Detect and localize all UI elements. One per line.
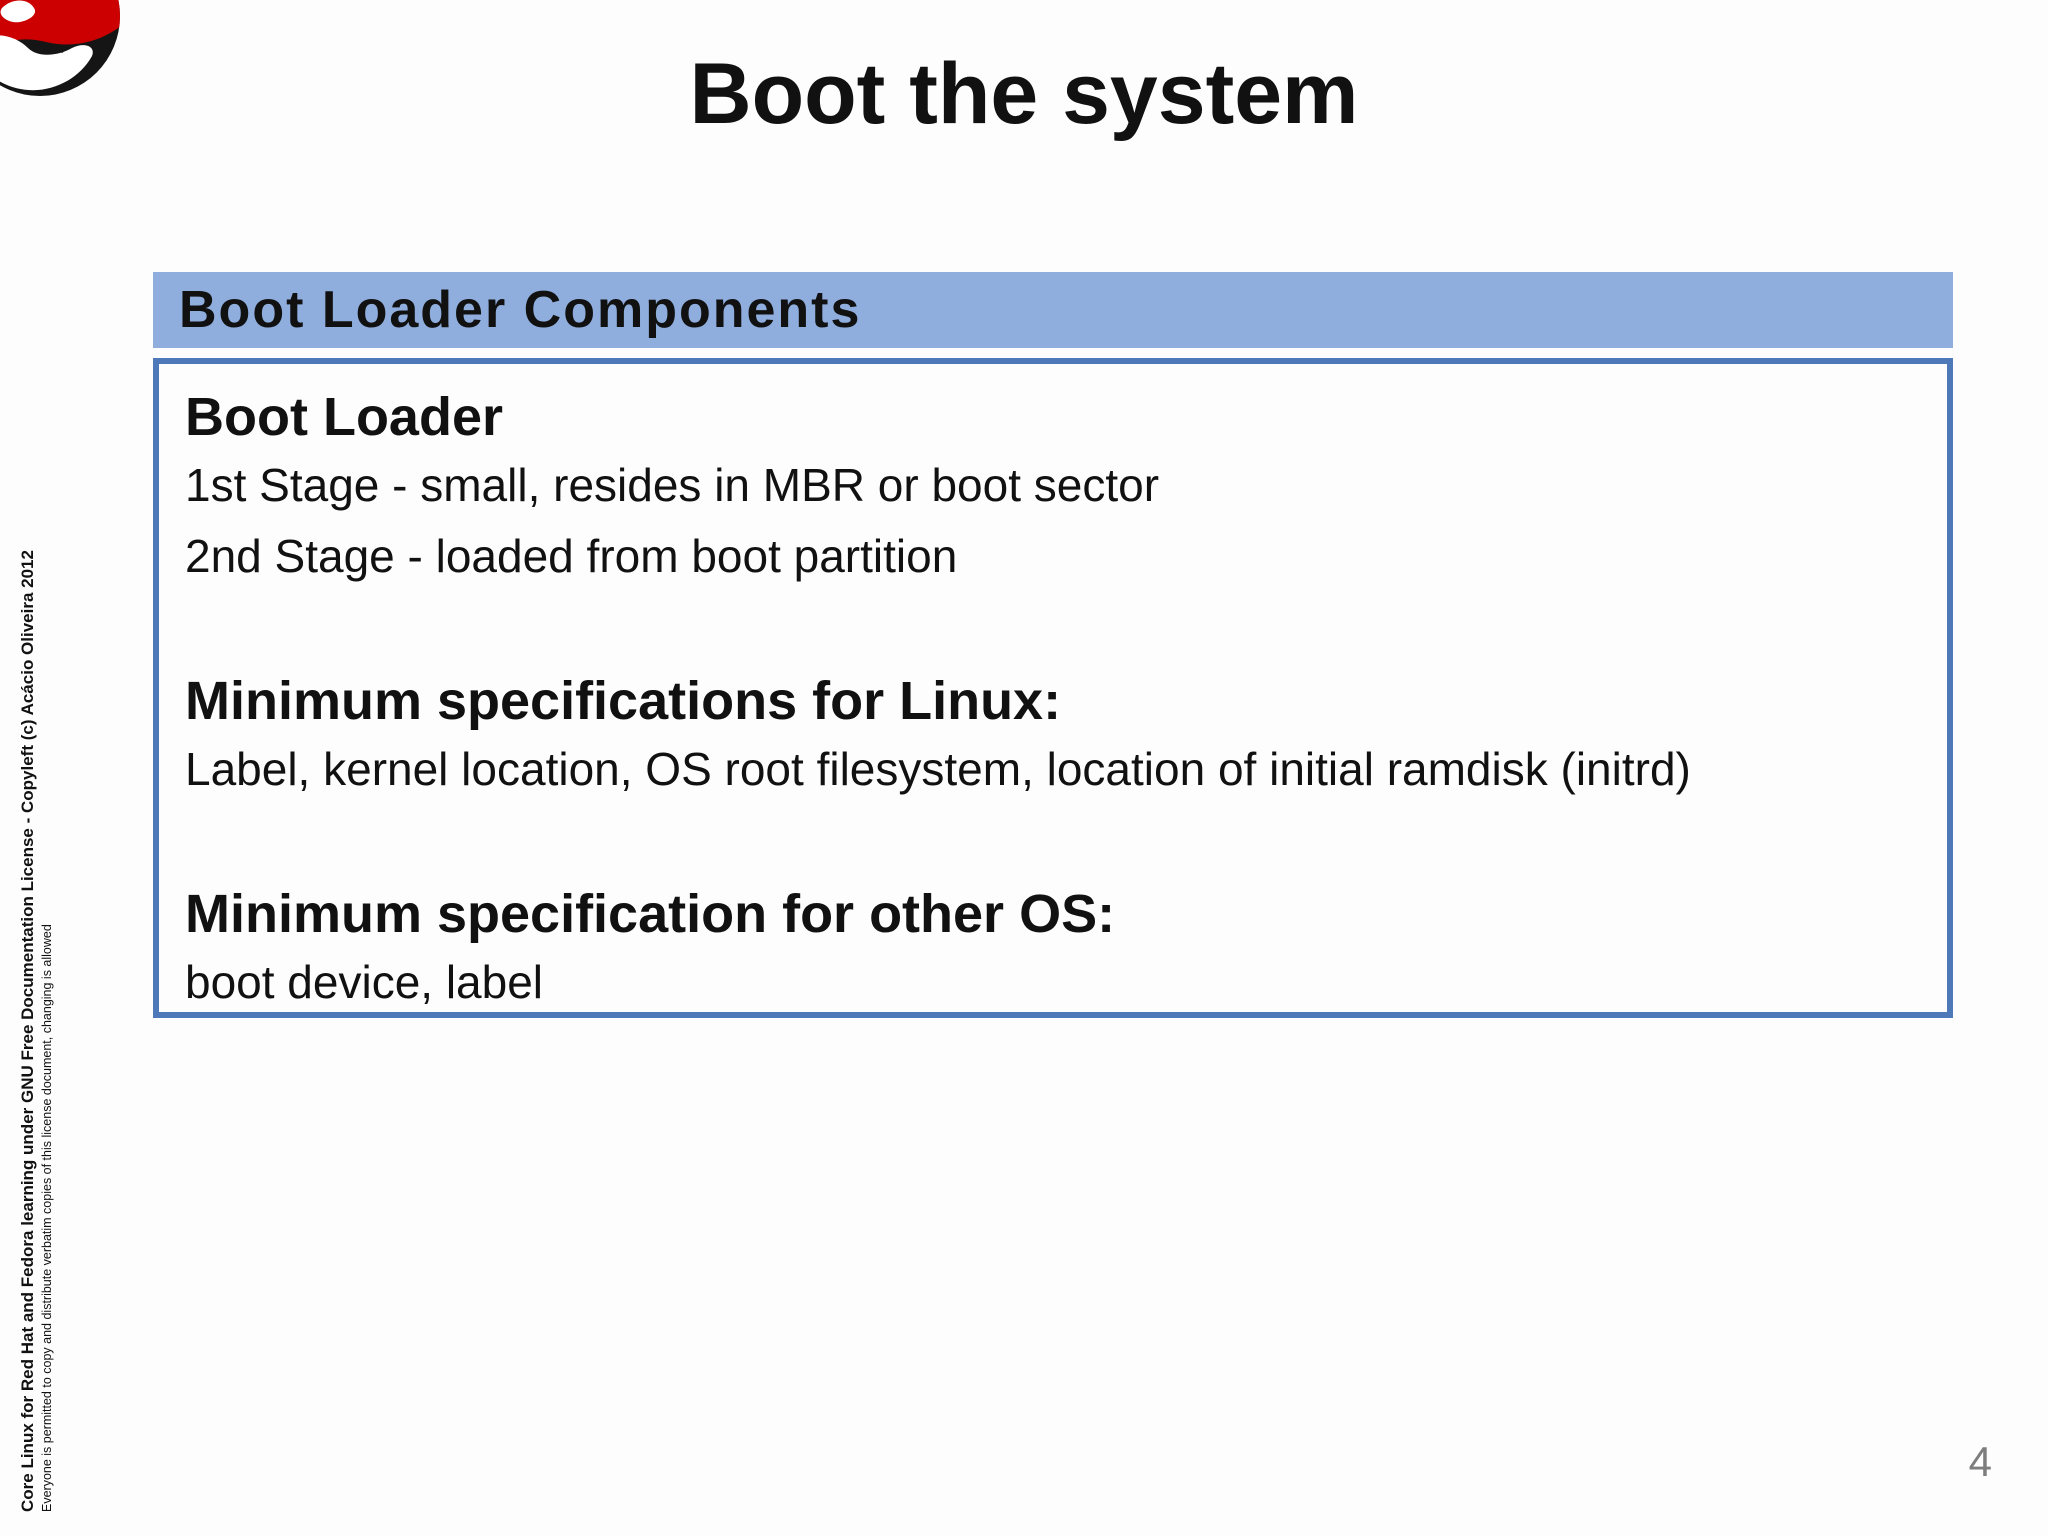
- redhat-logo-icon: [0, 0, 120, 96]
- section-line: 2nd Stage - loaded from boot partition: [185, 530, 958, 582]
- slide-title: Boot the system: [689, 46, 1359, 142]
- copyleft-permission-line: Everyone is permitted to copy and distri…: [40, 924, 54, 1512]
- section-min-spec-other-os: Minimum specification for other OS: boot…: [185, 881, 1917, 1018]
- section-boot-loader: Boot Loader 1st Stage - small, resides i…: [185, 384, 1917, 592]
- copyleft-license-line: Core Linux for Red Hat and Fedora learni…: [18, 550, 37, 1512]
- copyleft-sidebar: Core Linux for Red Hat and Fedora learni…: [16, 532, 56, 1512]
- section-heading: Boot Loader: [185, 387, 503, 447]
- panel-header-label: Boot Loader Components: [179, 281, 862, 339]
- page-number: 4: [1968, 1438, 1992, 1485]
- panel-header-bar: Boot Loader Components: [153, 272, 1953, 348]
- section-heading: Minimum specifications for Linux:: [185, 671, 1062, 731]
- section-heading: Minimum specification for other OS:: [185, 884, 1116, 944]
- section-line: 1st Stage - small, resides in MBR or boo…: [185, 459, 1160, 511]
- section-line: Label, kernel location, OS root filesyst…: [185, 743, 1691, 795]
- content-panel: Boot Loader 1st Stage - small, resides i…: [153, 358, 1953, 1018]
- section-line: boot device, label: [185, 956, 544, 1008]
- section-min-spec-linux: Minimum specifications for Linux: Label,…: [185, 668, 1917, 805]
